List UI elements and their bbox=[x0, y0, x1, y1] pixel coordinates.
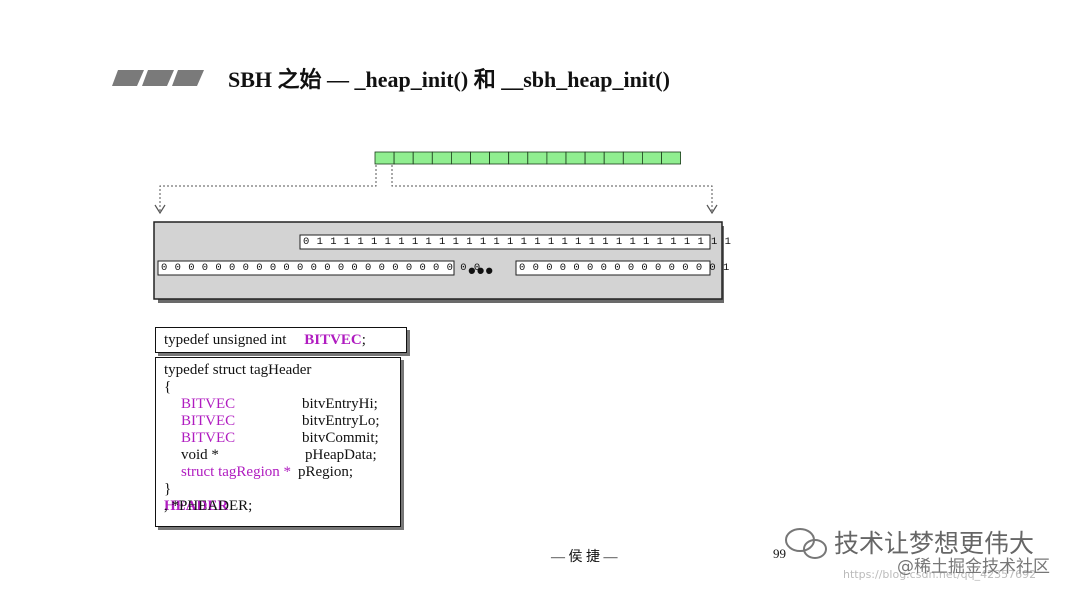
struct-open-brace-line: { bbox=[164, 379, 400, 396]
green-cell bbox=[412, 151, 433, 165]
watermark-community: @稀土掘金技术社区 bbox=[897, 557, 1050, 577]
green-cell bbox=[603, 151, 624, 165]
green-cell bbox=[508, 151, 529, 165]
right-arrowhead bbox=[706, 204, 718, 215]
member-type: void * bbox=[181, 447, 219, 463]
struct-open-brace: { bbox=[164, 379, 172, 395]
bit-row-bottom-right-box bbox=[515, 260, 711, 276]
bit-row-bottom-left: 0 0 0 0 0 0 0 0 0 0 0 0 0 0 0 0 0 0 0 0 … bbox=[161, 262, 481, 274]
green-cell bbox=[565, 151, 586, 165]
watermark-slogan: 技术让梦想更伟大 bbox=[834, 529, 1035, 558]
author-footer: — 侯 捷 — 99 bbox=[551, 546, 786, 566]
member-type: struct tagRegion * bbox=[181, 464, 291, 480]
member-name: bitvCommit; bbox=[302, 430, 379, 446]
bit-row-top-box bbox=[299, 234, 711, 250]
struct-close-brace-line: } bbox=[164, 481, 400, 498]
green-cell bbox=[374, 151, 395, 165]
member-name: pRegion; bbox=[298, 464, 353, 480]
green-cell bbox=[546, 151, 567, 165]
struct-member-row: BITVEC bitvEntryHi; bbox=[164, 396, 400, 413]
bit-row-ellipsis: ••• bbox=[468, 258, 495, 283]
green-cell bbox=[584, 151, 605, 165]
green-cell bbox=[622, 151, 643, 165]
wechat-icon bbox=[785, 528, 827, 559]
green-cell bbox=[527, 151, 548, 165]
struct-member-row: BITVEC bitvCommit; bbox=[164, 430, 400, 447]
bit-row-top: 0 1 1 1 1 1 1 1 1 1 1 1 1 1 1 1 1 1 1 1 … bbox=[303, 236, 732, 248]
struct-member-row: BITVEC bitvEntryLo; bbox=[164, 413, 400, 430]
struct-header-line: typedef struct tagHeader bbox=[164, 362, 400, 379]
expand-arrows bbox=[159, 165, 713, 212]
typedef-bitvec-suffix: ; bbox=[361, 332, 366, 348]
bit-row-bottom-right: 0 0 0 0 0 0 0 0 0 0 0 0 0 0 0 1 bbox=[519, 262, 730, 274]
struct-header-text: typedef struct tagHeader bbox=[164, 362, 312, 378]
typedef-bitvec-prefix: typedef unsigned int bbox=[164, 332, 287, 348]
green-cell bbox=[642, 151, 662, 165]
struct-footer-name: HEADER bbox=[164, 498, 229, 514]
member-name: bitvEntryLo; bbox=[302, 413, 380, 429]
member-name: pHeapData; bbox=[305, 447, 377, 463]
author-name: — 侯 捷 — bbox=[551, 550, 618, 565]
member-name: bitvEntryHi; bbox=[302, 396, 378, 412]
struct-footer-line: HEADER, *PHEADER; bbox=[164, 498, 400, 515]
green-cell bbox=[661, 151, 682, 165]
green-cell bbox=[470, 151, 491, 165]
struct-close-brace: } bbox=[164, 481, 172, 497]
struct-member-row: struct tagRegion * pRegion; bbox=[164, 464, 400, 481]
struct-footer-rest: , *PHEADER; bbox=[164, 498, 253, 514]
page-title: SBH 之始 — _heap_init() 和 __sbh_heap_init(… bbox=[228, 67, 670, 92]
struct-header-box: typedef struct tagHeader { BITVEC bitvEn… bbox=[155, 357, 401, 527]
green-cell-row bbox=[374, 151, 682, 165]
bit-row-bottom-left-box bbox=[157, 260, 455, 276]
green-cell bbox=[431, 151, 452, 165]
member-type: BITVEC bbox=[181, 396, 236, 412]
typedef-bitvec-box: typedef unsigned int BITVEC; bbox=[155, 327, 407, 353]
page-number: 99 bbox=[773, 546, 786, 561]
struct-member-row: void * pHeapData; bbox=[164, 447, 400, 464]
member-type: BITVEC bbox=[181, 430, 236, 446]
member-type: BITVEC bbox=[181, 413, 236, 429]
watermark-url: https://blog.csdn.net/qq_42357692 bbox=[843, 568, 1037, 581]
green-cell bbox=[450, 151, 471, 165]
title-decoration-bars bbox=[112, 70, 204, 86]
typedef-bitvec-name: BITVEC bbox=[304, 332, 362, 348]
green-cell bbox=[393, 151, 414, 165]
left-arrowhead bbox=[154, 204, 166, 215]
green-cell bbox=[489, 151, 510, 165]
